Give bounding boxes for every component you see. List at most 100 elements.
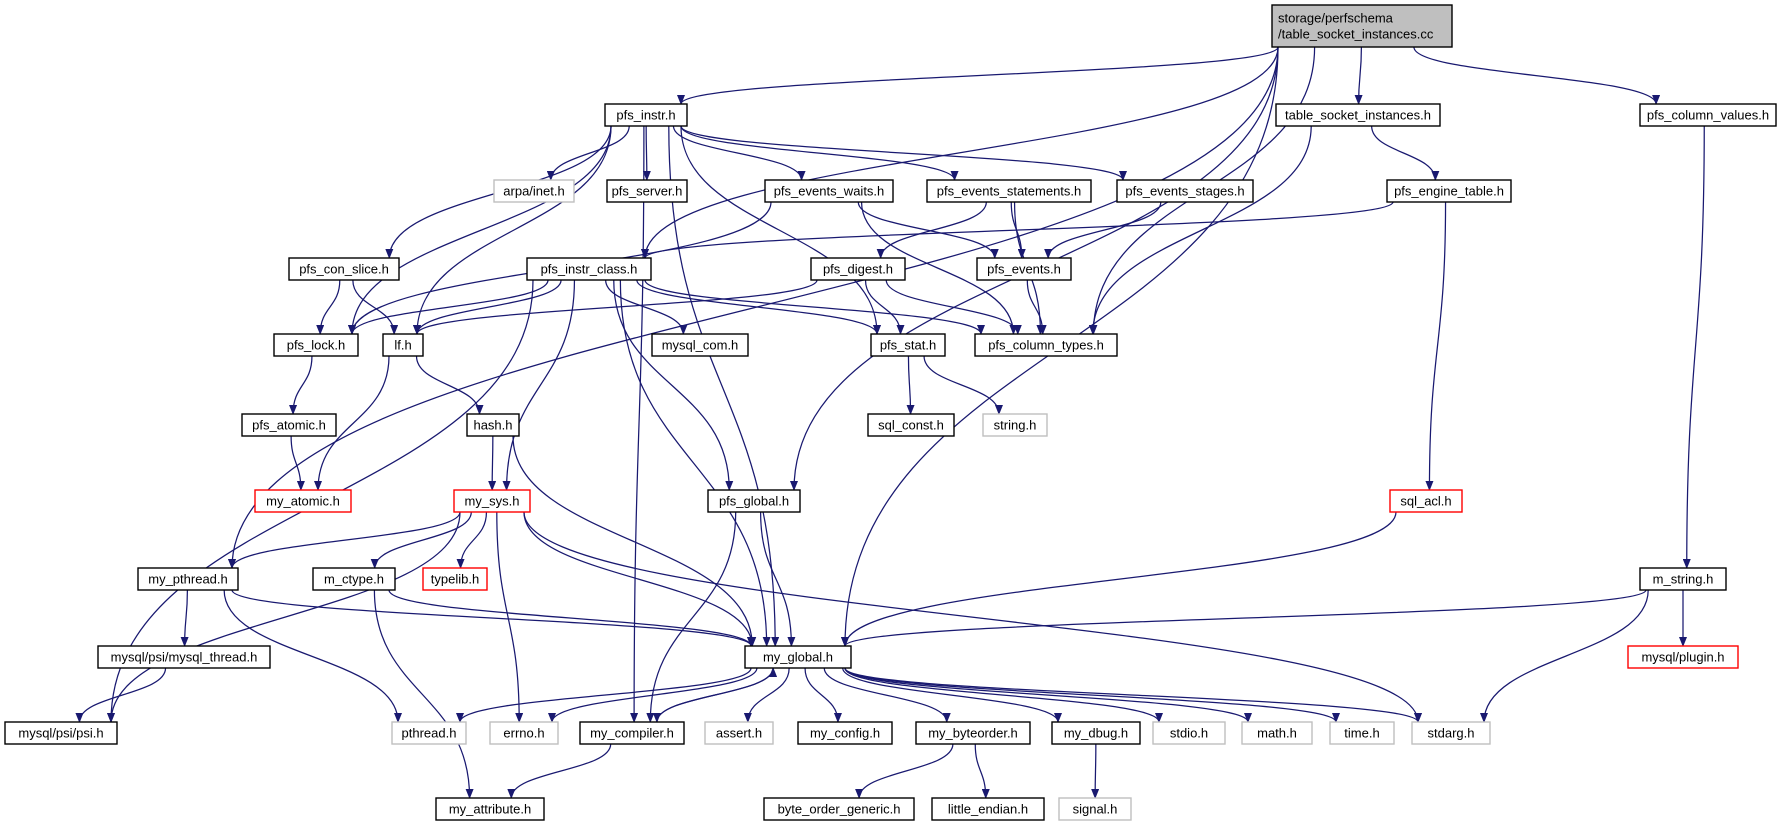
node-my_global[interactable]: my_global.h — [744, 645, 852, 669]
node-mysql_psi_mysql_thread[interactable]: mysql/psi/mysql_thread.h — [97, 645, 271, 669]
node-assert_h[interactable]: assert.h — [704, 721, 774, 745]
node-box — [1051, 721, 1141, 745]
node-sql_acl[interactable]: sql_acl.h — [1389, 489, 1463, 513]
node-pfs_events_statements[interactable]: pfs_events_statements.h — [926, 179, 1092, 203]
edges-layer — [75, 46, 1705, 799]
node-box — [744, 645, 852, 669]
node-hash[interactable]: hash.h — [466, 413, 520, 437]
node-box — [915, 721, 1031, 745]
node-box — [288, 257, 400, 281]
node-pfs_instr[interactable]: pfs_instr.h — [604, 103, 688, 127]
edge-pfs_instr_class-to-pfs_column_types — [644, 279, 985, 335]
edge-pfs_events_stages-to-pfs_events — [1044, 201, 1162, 259]
edge-pfs_events_waits-to-pfs_column_types — [860, 201, 1018, 335]
node-pfs_instr_class[interactable]: pfs_instr_class.h — [526, 257, 652, 281]
edge-my_global-to-pthread_h — [456, 667, 752, 723]
node-pfs_global[interactable]: pfs_global.h — [707, 489, 801, 513]
node-time_h[interactable]: time.h — [1329, 721, 1395, 745]
node-box — [254, 489, 352, 513]
node-my_config[interactable]: my_config.h — [797, 721, 893, 745]
node-sql_const[interactable]: sql_const.h — [867, 413, 955, 437]
node-my_pthread[interactable]: my_pthread.h — [137, 567, 239, 591]
edge-pfs_stat-to-sql_const — [906, 355, 915, 415]
node-lf[interactable]: lf.h — [382, 333, 424, 357]
node-table_socket_instances_h[interactable]: table_socket_instances.h — [1275, 103, 1441, 127]
node-label: my_atomic.h — [266, 494, 340, 509]
node-mysql_plugin[interactable]: mysql/plugin.h — [1627, 645, 1739, 669]
edge-my_compiler-to-my_global — [656, 667, 778, 723]
edge-my_sys-to-stdarg_h — [523, 511, 1422, 723]
node-pfs_column_types[interactable]: pfs_column_types.h — [974, 333, 1118, 357]
node-my_byteorder[interactable]: my_byteorder.h — [915, 721, 1031, 745]
node-signal_h[interactable]: signal.h — [1058, 797, 1132, 821]
node-box — [867, 413, 955, 437]
node-m_string[interactable]: m_string.h — [1639, 567, 1727, 591]
node-label: pfs_digest.h — [823, 262, 893, 277]
node-label: math.h — [1257, 726, 1297, 741]
edge-table_socket_instances_cc-to-pfs_instr_class — [641, 46, 1279, 259]
node-label: mysql/plugin.h — [1641, 650, 1724, 665]
node-pfs_atomic[interactable]: pfs_atomic.h — [241, 413, 337, 437]
node-string_h[interactable]: string.h — [982, 413, 1048, 437]
edge-my_sys-to-mysql_psi_psi — [107, 511, 461, 723]
edge-my_sys-to-my_pthread — [228, 511, 461, 569]
node-box — [391, 721, 467, 745]
node-typelib[interactable]: typelib.h — [422, 567, 488, 591]
node-my_atomic[interactable]: my_atomic.h — [254, 489, 352, 513]
node-box — [870, 333, 946, 357]
node-pfs_events_waits[interactable]: pfs_events_waits.h — [764, 179, 894, 203]
node-box — [763, 797, 915, 821]
node-label: pfs_engine_table.h — [1394, 184, 1504, 199]
node-math_h[interactable]: math.h — [1241, 721, 1313, 745]
node-box — [1271, 4, 1453, 48]
node-pfs_engine_table[interactable]: pfs_engine_table.h — [1386, 179, 1512, 203]
node-box — [382, 333, 424, 357]
node-pfs_con_slice[interactable]: pfs_con_slice.h — [288, 257, 400, 281]
edge-my_global-to-my_byteorder — [823, 667, 951, 723]
node-my_dbug[interactable]: my_dbug.h — [1051, 721, 1141, 745]
node-pfs_digest[interactable]: pfs_digest.h — [810, 257, 906, 281]
edge-my_pthread-to-my_global — [231, 589, 755, 647]
node-label: mysql/psi/mysql_thread.h — [111, 650, 258, 665]
node-little_endian[interactable]: little_endian.h — [931, 797, 1045, 821]
edge-pfs_events-to-pfs_column_types — [1026, 279, 1047, 335]
node-pthread_h[interactable]: pthread.h — [391, 721, 467, 745]
edge-pfs_instr_class-to-pfs_stat — [636, 279, 881, 335]
node-my_attribute[interactable]: my_attribute.h — [435, 797, 545, 821]
node-label: hash.h — [473, 418, 512, 433]
node-mysql_com[interactable]: mysql_com.h — [651, 333, 749, 357]
node-pfs_stat[interactable]: pfs_stat.h — [870, 333, 946, 357]
edge-pfs_instr-to-pfs_events_statements — [680, 125, 959, 181]
node-pfs_column_values[interactable]: pfs_column_values.h — [1639, 103, 1777, 127]
node-box — [493, 179, 575, 203]
node-table_socket_instances_cc[interactable]: storage/perfschema/table_socket_instance… — [1271, 4, 1453, 48]
node-pfs_events_stages[interactable]: pfs_events_stages.h — [1116, 179, 1254, 203]
node-label: lf.h — [394, 338, 411, 353]
edge-pfs_stat-to-string_h — [923, 355, 1003, 415]
node-label: my_compiler.h — [590, 726, 674, 741]
node-errno_h[interactable]: errno.h — [489, 721, 559, 745]
edge-table_socket_instances_cc-to-pfs_column_values — [1413, 46, 1661, 105]
node-my_compiler[interactable]: my_compiler.h — [579, 721, 685, 745]
node-stdio_h[interactable]: stdio.h — [1152, 721, 1226, 745]
node-box — [241, 413, 337, 437]
node-pfs_server[interactable]: pfs_server.h — [606, 179, 688, 203]
node-label: pfs_events.h — [987, 262, 1061, 277]
node-pfs_lock[interactable]: pfs_lock.h — [273, 333, 359, 357]
node-label: my_global.h — [763, 650, 833, 665]
node-label: little_endian.h — [948, 802, 1028, 817]
edge-pfs_instr-to-pfs_stat — [680, 125, 881, 335]
node-label: pfs_global.h — [719, 494, 789, 509]
edge-pfs_engine_table-to-sql_acl — [1425, 201, 1447, 491]
node-byte_order_generic[interactable]: byte_order_generic.h — [763, 797, 915, 821]
node-label: pfs_atomic.h — [252, 418, 326, 433]
edge-pfs_instr_class-to-my_global — [619, 279, 771, 647]
node-stdarg_h[interactable]: stdarg.h — [1411, 721, 1491, 745]
node-box — [4, 721, 118, 745]
node-arpa_inet[interactable]: arpa/inet.h — [493, 179, 575, 203]
node-mysql_psi_psi[interactable]: mysql/psi/psi.h — [4, 721, 118, 745]
node-my_sys[interactable]: my_sys.h — [453, 489, 531, 513]
edge-my_pthread-to-pthread_h — [223, 589, 402, 723]
node-m_ctype[interactable]: m_ctype.h — [312, 567, 396, 591]
node-pfs_events[interactable]: pfs_events.h — [976, 257, 1072, 281]
